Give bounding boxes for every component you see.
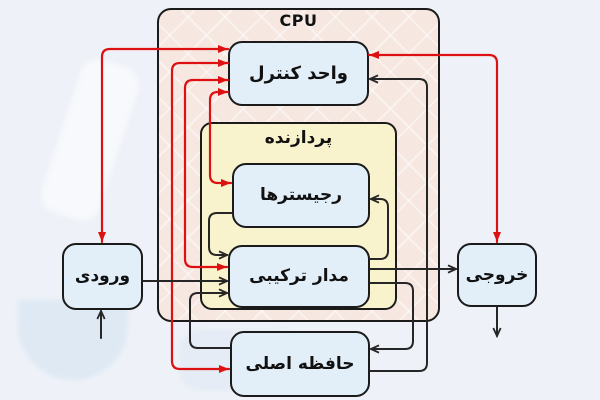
control-unit-box: واحد کنترل <box>228 41 369 106</box>
output-box: خروجی <box>457 243 537 307</box>
combinational-circuit-label: مدار ترکیبی <box>249 266 349 287</box>
input-label: ورودی <box>74 266 131 287</box>
main-memory-box: حافظه اصلی <box>230 331 370 397</box>
output-label: خروجی <box>465 264 529 285</box>
cpu-label: CPU <box>279 11 318 30</box>
watermark-shape <box>36 54 144 226</box>
main-memory-label: حافظه اصلی <box>245 353 355 374</box>
registers-label: رجیسترها <box>260 185 342 206</box>
registers-box: رجیسترها <box>232 163 370 228</box>
processor-label: پردازنده <box>264 128 333 148</box>
input-box: ورودی <box>62 243 143 310</box>
watermark-shape <box>18 300 128 380</box>
combinational-circuit-box: مدار ترکیبی <box>228 245 370 308</box>
control-unit-label: واحد کنترل <box>249 62 348 84</box>
